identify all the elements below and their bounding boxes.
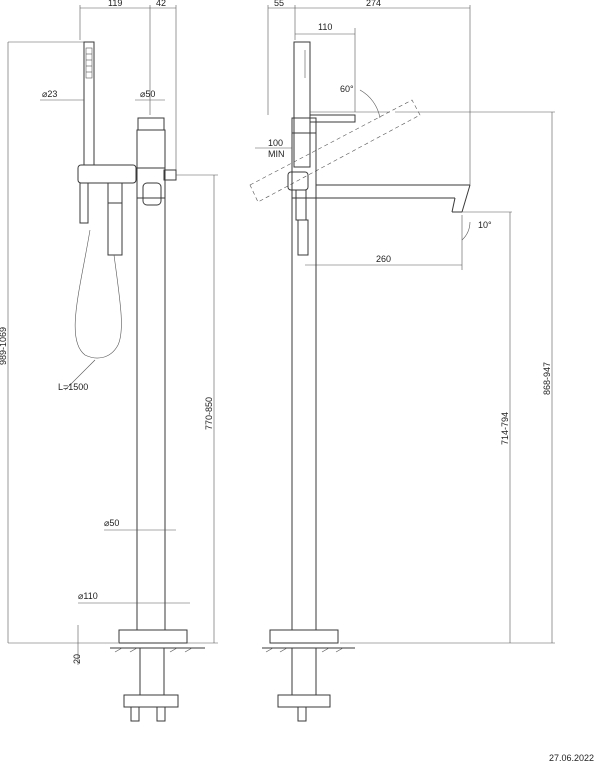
side-angle-60: 60° <box>340 84 354 94</box>
hand-shower: ⌀23 <box>40 41 95 166</box>
side-dim-868-947: 868-947 <box>542 362 552 395</box>
side-dim-55: 55 <box>274 0 284 8</box>
shower-holder <box>77 164 137 256</box>
side-dim-714-794: 714-794 <box>500 412 510 445</box>
mixer-body: ⌀50 <box>135 89 177 206</box>
side-dim-260: 260 <box>376 254 391 264</box>
front-view: 119 42 989-1069 ⌀23 <box>0 0 218 722</box>
side-hand-shower <box>293 41 311 168</box>
front-dim-dia50-top: ⌀50 <box>140 89 155 99</box>
front-dim-42: 42 <box>156 0 166 8</box>
front-dim-119: 119 <box>108 0 122 8</box>
front-dim-20: 20 <box>72 654 82 664</box>
drawing-date: 27.06.2022 <box>548 753 594 763</box>
hose-length: L=1500 <box>58 382 88 392</box>
side-view: 55 274 110 60° 100 MIN <box>249 0 555 722</box>
side-min-label: MIN <box>268 149 285 159</box>
front-dim-dia50-column: ⌀50 <box>104 518 119 528</box>
front-top-dimensions: 119 42 <box>79 0 177 170</box>
front-dim-dia23: ⌀23 <box>42 89 57 99</box>
side-top-dimensions: 55 274 110 <box>267 0 471 185</box>
side-spout: 10° 260 <box>305 184 492 270</box>
side-angle-10: 10° <box>478 220 492 230</box>
front-dim-989-1069: 989-1069 <box>0 327 8 365</box>
front-spout-height-dim: 770-850 <box>176 174 218 644</box>
front-total-height-dim: 989-1069 <box>0 41 118 644</box>
side-body: 100 MIN <box>255 117 317 256</box>
front-column: ⌀50 <box>104 198 176 630</box>
hose <box>74 229 122 359</box>
side-base <box>262 629 355 722</box>
front-base: ⌀110 20 <box>72 591 205 722</box>
side-height-dims: 714-794 868-947 <box>340 111 555 644</box>
side-dim-110: 110 <box>318 22 332 32</box>
front-dim-770-850: 770-850 <box>204 397 214 430</box>
side-column <box>291 198 317 630</box>
side-dim-274: 274 <box>366 0 381 8</box>
side-min-100: 100 <box>268 138 283 148</box>
front-dim-dia110: ⌀110 <box>78 591 98 601</box>
